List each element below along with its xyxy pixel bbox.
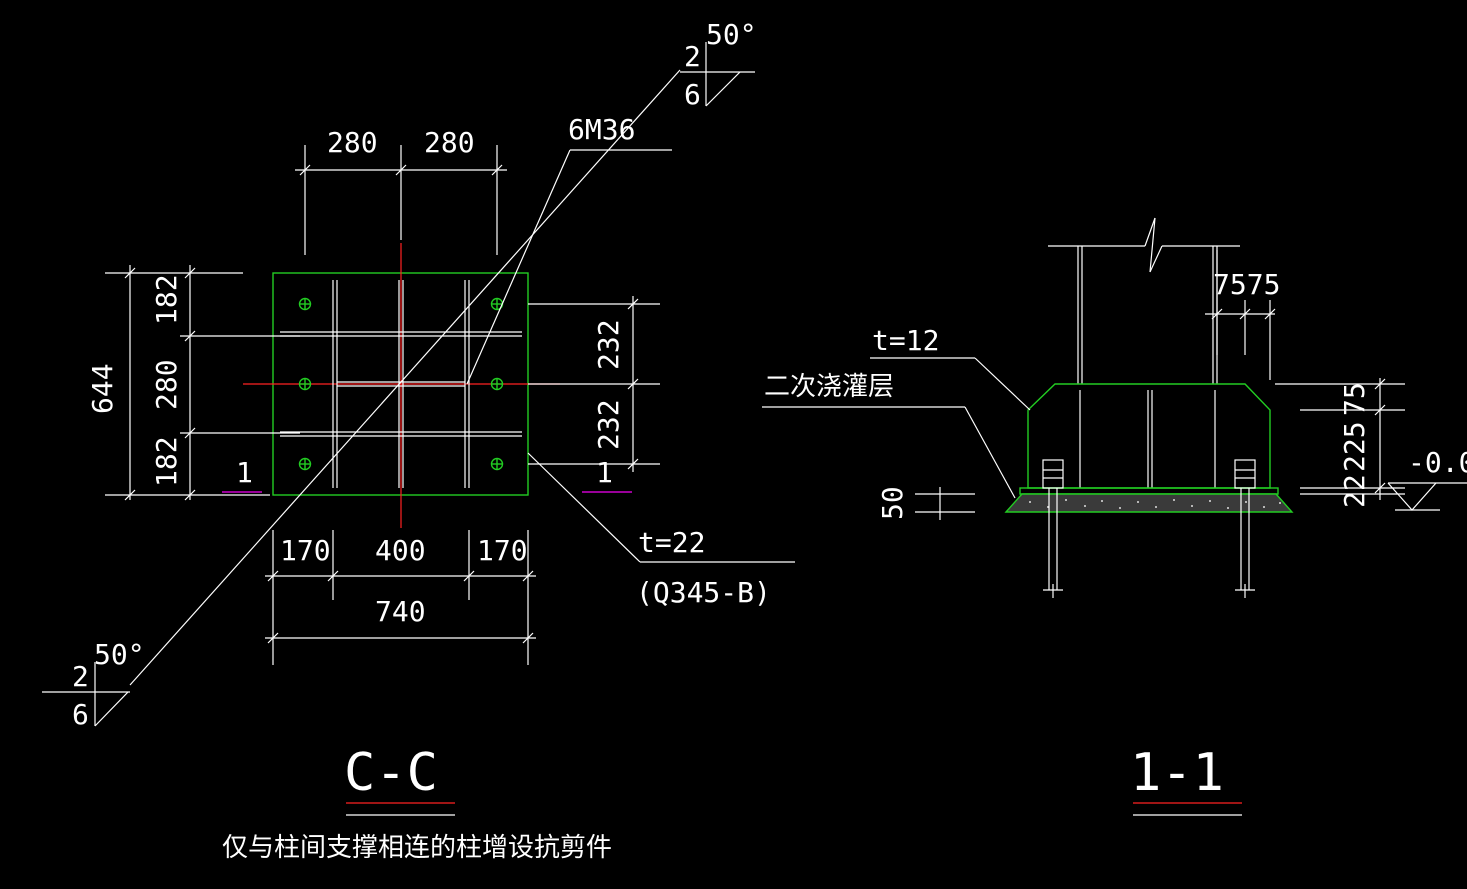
dim-bottom-3: 170	[477, 534, 528, 567]
rib-thickness: t=12	[872, 324, 939, 357]
anchor-bolt	[298, 297, 312, 311]
anchor-bolt	[490, 457, 504, 471]
dim-left-total: 644	[86, 363, 119, 414]
weld-top-num: 2	[684, 40, 701, 73]
section-mark-left: 1	[222, 456, 262, 493]
bolt-label: 6M36	[568, 113, 635, 146]
dim-bottom-1: 170	[280, 534, 331, 567]
bottom-dimension: 170 400 170 740	[265, 530, 536, 665]
anchor-bolts	[298, 297, 504, 471]
top-dimension: 280 280	[295, 126, 507, 255]
section-top-dimension: 7575	[1205, 250, 1280, 380]
grout-dimension: 50	[876, 486, 975, 520]
dim-top-2: 280	[424, 126, 475, 159]
weld-symbol-bottom: 50° 2 6	[42, 638, 145, 731]
anchor-bolt-right	[1234, 459, 1256, 598]
weld-top-num-bottom: 6	[684, 78, 701, 111]
section-title: 1-1	[1130, 743, 1242, 816]
grout-layer	[1004, 493, 1294, 513]
dim-top-1: 280	[327, 126, 378, 159]
grout-leader: 二次浇灌层	[762, 372, 1016, 499]
weld-leader-line	[129, 69, 681, 686]
anchor-bolt	[490, 377, 504, 391]
cc-title: C-C 仅与柱间支撑相连的柱增设抗剪件	[222, 743, 612, 863]
dim-left-3: 182	[150, 436, 183, 487]
grout-label: 二次浇灌层	[764, 372, 894, 402]
left-dimension: 644 182 280 182	[86, 265, 300, 501]
dim-50: 50	[876, 486, 909, 520]
dim-bottom-2: 400	[375, 534, 426, 567]
elevation-text: -0.0	[1408, 446, 1467, 479]
right-dimension: 232 232	[528, 296, 660, 472]
base-plate-section	[1019, 487, 1279, 495]
anchor-bolt	[298, 457, 312, 471]
section-right-dimension: 75 225 22	[1275, 378, 1405, 508]
dim-left-2: 280	[150, 359, 183, 410]
dim-right-1: 232	[592, 319, 625, 370]
anchor-bolt-left	[1042, 459, 1064, 598]
weld-bottom-num-bottom: 6	[72, 698, 89, 731]
dim-7575: 7575	[1213, 268, 1280, 301]
section-title-text: 1-1	[1130, 743, 1224, 803]
dim-right-2: 232	[592, 399, 625, 450]
column	[1048, 217, 1240, 384]
elevation-marker: -0.0	[1387, 446, 1467, 511]
weld-top-angle: 50°	[706, 18, 757, 51]
rib-leader: t=12	[870, 324, 1031, 411]
rib-lines	[1079, 390, 1216, 488]
weld-bottom-angle: 50°	[94, 638, 145, 671]
dim-22: 22	[1338, 474, 1371, 508]
section-mark-right: 1	[582, 456, 632, 493]
cc-title-text: C-C	[344, 743, 438, 803]
svg-text:1: 1	[236, 456, 253, 489]
dim-left-1: 182	[150, 274, 183, 325]
weld-symbol-top: 50° 2 6	[680, 18, 757, 111]
plate-leader: t=22 (Q345-B)	[527, 452, 795, 609]
plate-material: (Q345-B)	[636, 576, 771, 609]
dim-bottom-total: 740	[375, 595, 426, 628]
dim-75: 75	[1338, 382, 1371, 416]
anchor-bolt	[298, 377, 312, 391]
section-11: 7575 75 225 22 -0.0 50	[762, 217, 1467, 816]
dim-225: 225	[1338, 421, 1371, 472]
plate-thickness: t=22	[638, 526, 705, 559]
weld-bottom-num: 2	[72, 660, 89, 693]
svg-text:1: 1	[596, 456, 613, 489]
grout-speckle	[1029, 499, 1281, 509]
stiffener-plate	[1027, 383, 1271, 489]
anchor-bolt	[490, 297, 504, 311]
cc-view: 280 280 644 182 280 182	[42, 18, 795, 863]
bolt-leader: 6M36	[466, 113, 672, 385]
cc-note: 仅与柱间支撑相连的柱增设抗剪件	[222, 833, 612, 863]
